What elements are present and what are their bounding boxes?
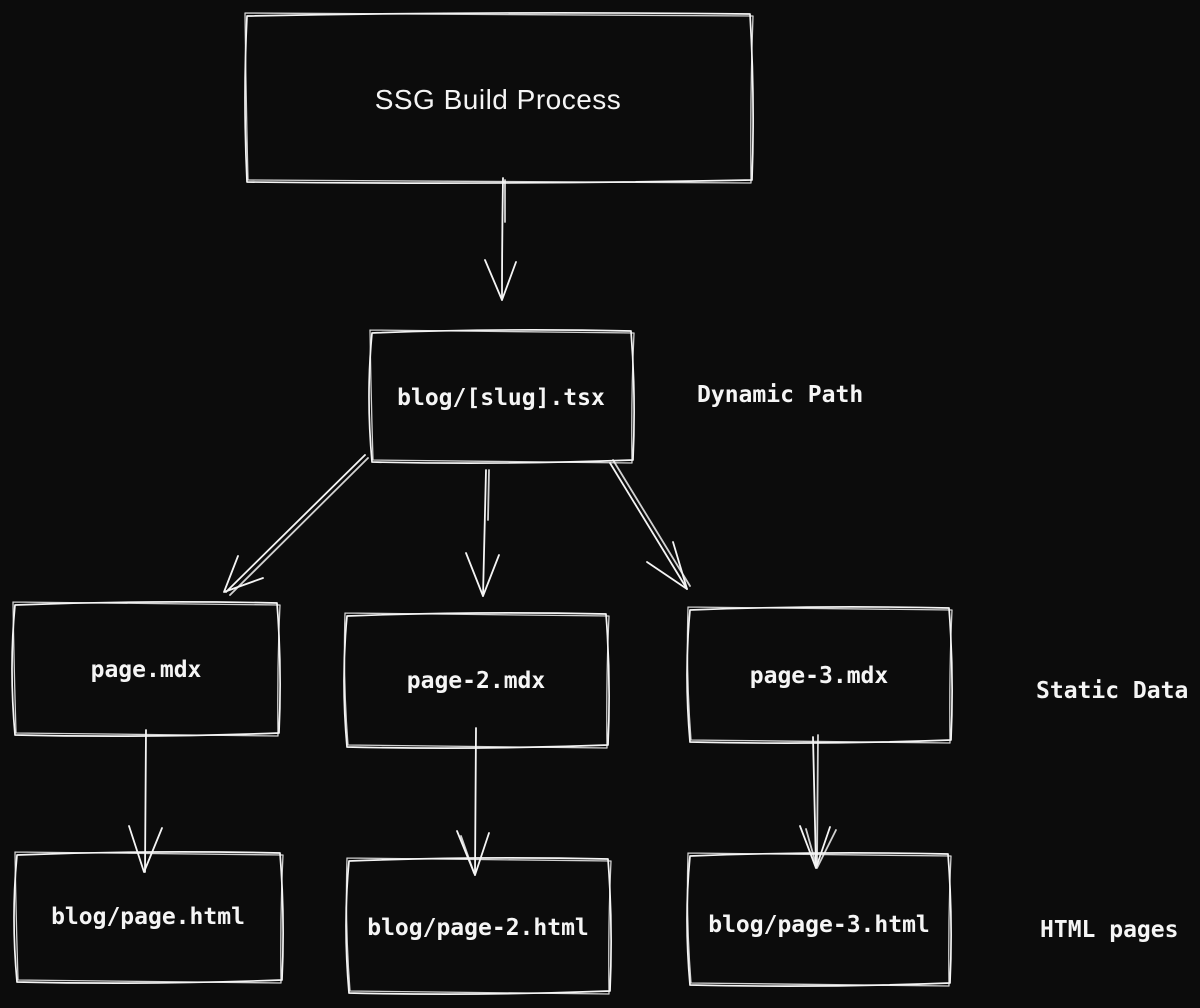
edge-root-to-dynamic-arrow bbox=[484, 177, 517, 301]
edge-dynamic-to-page-2-mdx-arrow bbox=[465, 469, 500, 597]
node-box-page-2-mdx bbox=[343, 612, 610, 749]
edge-dynamic-to-page-mdx-arrow bbox=[223, 454, 369, 596]
node-label-blog-page-3-html: blog/page-3.html bbox=[708, 912, 930, 938]
node-box-page-3-mdx bbox=[686, 606, 953, 744]
node-box-blog-page-html bbox=[13, 851, 284, 984]
node-label-page-mdx: page.mdx bbox=[90, 657, 202, 683]
node-label-dynamic-route: blog/[slug].tsx bbox=[397, 385, 605, 411]
node-box-blog-page-3-html bbox=[686, 852, 952, 987]
node-label-blog-page-html: blog/page.html bbox=[51, 904, 245, 930]
annotation-static-data: Static Data bbox=[1036, 678, 1189, 704]
node-label-ssg-build-process: SSG Build Process bbox=[374, 84, 622, 115]
node-label-blog-page-2-html: blog/page-2.html bbox=[367, 915, 589, 941]
edge-page-mdx-to-html-arrow bbox=[128, 729, 163, 873]
edge-dynamic-to-page-3-mdx-arrow bbox=[609, 459, 691, 590]
node-box-ssg-build-process bbox=[244, 12, 754, 184]
annotation-html-pages: HTML pages bbox=[1040, 917, 1179, 943]
edge-page-2-mdx-to-html-arrow bbox=[456, 727, 490, 876]
node-box-blog-page-2-html bbox=[345, 857, 612, 995]
node-label-page-3-mdx: page-3.mdx bbox=[749, 663, 889, 689]
annotation-dynamic-path: Dynamic Path bbox=[697, 382, 864, 408]
node-box-dynamic-route bbox=[368, 329, 635, 464]
edge-page-3-mdx-to-html-arrow bbox=[799, 734, 837, 869]
node-label-page-2-mdx: page-2.mdx bbox=[406, 668, 546, 694]
node-box-page-mdx bbox=[11, 601, 281, 737]
